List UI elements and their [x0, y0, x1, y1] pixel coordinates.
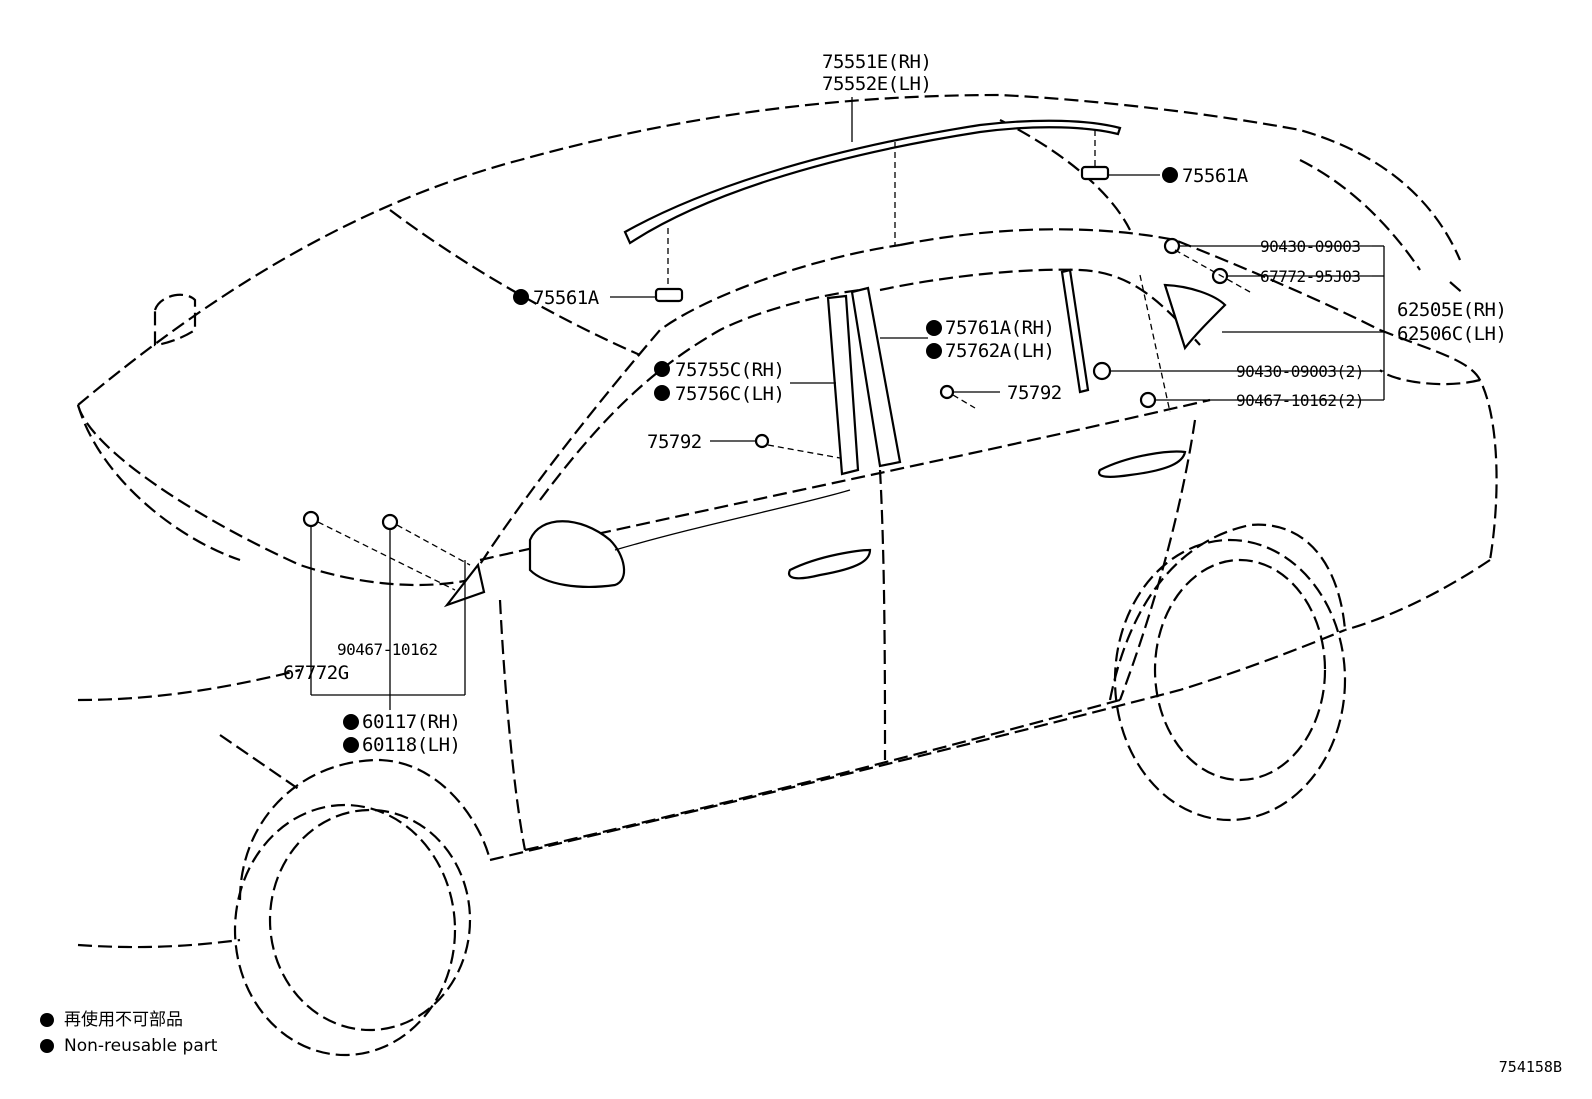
legend-row-japanese: 再使用不可部品	[40, 1007, 217, 1033]
non-reusable-dot-icon	[40, 1013, 54, 1027]
a-pillar-garnish	[826, 294, 860, 476]
drawing-code: 754158B	[1498, 1058, 1562, 1076]
clip-75561a-front	[654, 287, 684, 303]
label-cover-lh: 60118(LH)	[362, 734, 460, 756]
label-drip-rh: 75551E(RH)	[822, 51, 931, 73]
legend-text-japanese: 再使用不可部品	[64, 1010, 183, 1030]
quarter-window-glass	[1163, 283, 1227, 351]
legend: 再使用不可部品 Non-reusable part	[40, 1007, 217, 1059]
non-reusable-dot-icon	[40, 1039, 54, 1053]
nut-90430-09003-top	[1163, 237, 1181, 255]
clip-67772g	[302, 510, 320, 528]
part-labels: 75551E(RH) 75552E(LH) 75561A 75561A 9043…	[283, 51, 1507, 756]
b-pillar-garnish	[850, 286, 902, 468]
label-glass-lh: 62506C(LH)	[1397, 323, 1506, 345]
car-outline	[76, 93, 1498, 1057]
label-clip-front: 75561A	[533, 287, 600, 309]
label-clip-d: 90467-10162(2)	[1236, 391, 1364, 410]
label-clip-pillar-rear: 75792	[1007, 382, 1062, 404]
clip-90467-10162-lower	[1139, 391, 1157, 409]
roof-drip-moulding	[623, 119, 1122, 245]
legend-row-english: Non-reusable part	[40, 1033, 217, 1059]
label-garnish-b-rh: 75761A(RH)	[945, 317, 1054, 339]
label-garnish-a-lh: 75756C(LH)	[675, 383, 784, 405]
label-clip-pillar-front: 75792	[647, 431, 702, 453]
clip-90467-10162-front	[381, 513, 399, 531]
label-clip-rear: 75561A	[1182, 165, 1249, 187]
leader-lines	[310, 97, 1385, 710]
legend-text-english: Non-reusable part	[64, 1036, 218, 1056]
clip-75561a-rear	[1080, 165, 1110, 181]
nut-90430-09003-lower	[1092, 361, 1112, 381]
label-nut-c: 90430-09003(2)	[1236, 362, 1364, 381]
clip-75792-rear	[939, 384, 955, 400]
label-garnish-b-lh: 75762A(LH)	[945, 340, 1054, 362]
label-cover-rh: 60117(RH)	[362, 711, 460, 733]
label-drip-lh: 75552E(LH)	[822, 73, 931, 95]
label-glass-rh: 62505E(RH)	[1397, 299, 1506, 321]
label-garnish-a-rh: 75755C(RH)	[675, 359, 784, 381]
label-nut-a: 90430-09003	[1260, 237, 1360, 256]
parts	[302, 119, 1229, 608]
clip-67772-95j03	[1211, 267, 1229, 285]
label-clip-b: 67772-95J03	[1260, 267, 1360, 286]
label-clip-e: 90467-10162	[337, 640, 437, 659]
clip-75792-front	[754, 433, 770, 449]
label-clip-f: 67772G	[283, 662, 349, 684]
